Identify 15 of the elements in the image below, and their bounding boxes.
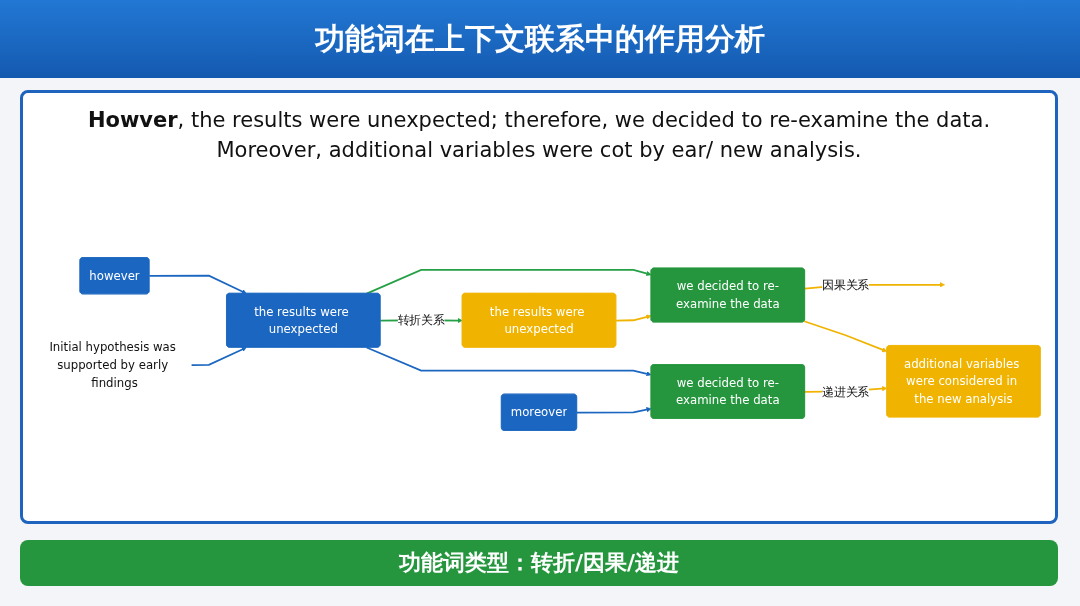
arrow [365,268,652,295]
arrow [576,407,652,414]
arrow [803,320,888,353]
content-panel: Howver, the results were unexpected; therefore, we decided to re-examine the data. Moreover, additional variables were cot by ear/ new analysis. 转折关系 因果关系 递进关系 however the results were unexpected Initial hypothesis was supported by early findings the results were unexpected we decided to re-examine the data moreover we decided to re-examine the data additional variables were considered in the new analysis [20,90,1058,524]
edge-label: 转折关系 [397,313,445,328]
arrow [365,346,652,377]
edge-label: 因果关系 [822,277,870,292]
node-text: Initial hypothesis was supported by early findings [49,340,176,390]
edge-label: 递进关系 [822,384,870,399]
arrow [148,274,247,294]
title-banner: 功能词在上下文联系中的作用分析 [0,0,1080,78]
arrow [190,347,247,366]
example-sentence: Howver, the results were unexpected; therefore, we decided to re-examine the data. Moreover, additional variables were cot by ear/ new analysis. [86,107,992,165]
caption-bar: 功能词类型：转折/因果/递进 [20,540,1058,586]
arrow [615,314,652,322]
